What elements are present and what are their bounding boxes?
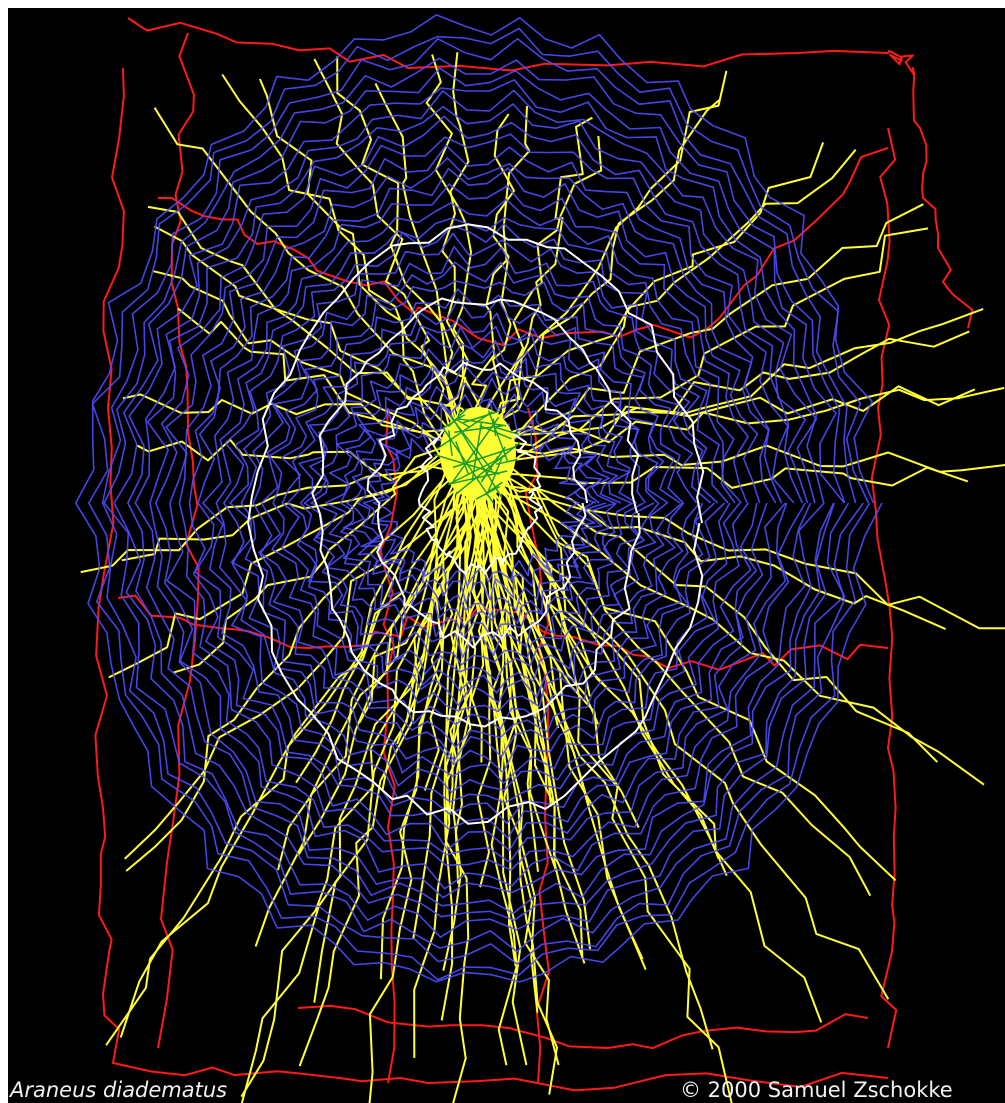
radial-thread <box>368 453 454 1103</box>
capture-spiral <box>202 183 752 825</box>
capture-spiral <box>215 198 743 804</box>
capture-spiral <box>188 157 777 852</box>
hub-thread <box>492 418 497 437</box>
capture-spiral <box>165 133 795 871</box>
capture-spiral <box>372 415 586 587</box>
capture-spiral <box>310 339 644 666</box>
hub-spiral-thread <box>366 361 589 649</box>
hub-thread <box>448 470 508 485</box>
web-figure: Araneus diadematus © 2000 Samuel Zschokk… <box>8 8 1005 1103</box>
radial-thread <box>473 461 558 1095</box>
radial-thread <box>485 462 592 950</box>
hub-thread <box>495 426 520 436</box>
capture-spiral <box>303 325 655 682</box>
radial-thread <box>460 444 1005 473</box>
capture-spiral <box>194 167 761 839</box>
hub-spiral-thread <box>247 223 705 825</box>
radial-thread <box>497 307 984 464</box>
radial-thread <box>479 473 947 631</box>
radial-thread <box>455 466 985 786</box>
capture-spiral <box>268 280 685 731</box>
radial-thread <box>119 429 485 1038</box>
capture-spiral <box>178 144 787 863</box>
radial-thread <box>80 427 501 574</box>
radial-thread <box>125 444 455 872</box>
species-name: Araneus diadematus <box>10 1078 228 1102</box>
capture-spiral <box>229 223 729 785</box>
hub-thread <box>442 426 495 504</box>
hub-thread <box>455 442 520 495</box>
radial-thread <box>440 446 469 1021</box>
radial-thread <box>441 52 470 446</box>
capture-spiral <box>287 298 669 707</box>
radial-thread <box>154 225 497 463</box>
radial-thread <box>448 447 489 815</box>
hub-thread <box>448 430 453 456</box>
radial-thread <box>501 227 929 472</box>
radial-thread <box>498 203 924 455</box>
radial-thread <box>460 437 897 882</box>
radial-thread <box>297 457 488 857</box>
capture-spiral <box>354 393 607 617</box>
hub-thread <box>487 410 509 462</box>
capture-spiral <box>252 245 712 762</box>
radial-thread <box>153 270 458 448</box>
frame-thread <box>94 67 889 1092</box>
hub-thread <box>480 455 499 483</box>
radial-thread <box>313 449 467 1003</box>
radial-thread <box>122 393 495 434</box>
radial-thread <box>490 116 593 433</box>
frame-thread <box>378 407 398 1084</box>
frame-thread <box>297 1004 869 1050</box>
hub-thread <box>450 417 493 471</box>
radial-thread <box>105 428 497 1046</box>
capture-spiral <box>324 349 634 658</box>
capture-spiral <box>280 288 683 713</box>
hub-thread <box>456 417 507 427</box>
capture-spiral <box>113 67 845 939</box>
radial-thread <box>442 443 489 971</box>
capture-spiral <box>339 362 622 641</box>
frame-thread <box>157 32 200 1049</box>
radial-thread <box>108 429 474 679</box>
capture-spiral <box>134 89 825 915</box>
capture-spiral <box>154 115 806 890</box>
radial-thread <box>464 440 872 897</box>
frame-thread <box>158 147 889 346</box>
hub-spiral-thread <box>311 297 641 728</box>
spider-web-drawing <box>74 14 1005 1103</box>
radial-thread <box>121 447 484 562</box>
frame-thread <box>870 127 898 1049</box>
capture-spiral <box>127 79 835 922</box>
capture-spiral <box>74 14 883 983</box>
capture-spiral <box>88 27 871 981</box>
capture-spiral <box>362 399 597 604</box>
hub-thread <box>455 441 470 475</box>
copyright-notice: © 2000 Samuel Zschokke <box>680 1078 953 1102</box>
capture-spiral <box>101 37 864 965</box>
hub-thread <box>447 407 468 428</box>
radial-thread <box>254 461 465 947</box>
hub-thread <box>455 418 471 429</box>
radial-thread <box>476 461 539 1013</box>
radial-thread <box>476 442 584 957</box>
capture-spiral <box>146 103 812 899</box>
capture-spiral <box>223 216 736 794</box>
radial-thread <box>459 470 1005 630</box>
capture-spiral <box>342 377 616 629</box>
capture-spiral <box>298 312 660 694</box>
radial-thread <box>488 466 969 489</box>
hub-thread <box>486 457 503 496</box>
capture-spiral <box>258 261 701 749</box>
radial-thread <box>470 465 647 970</box>
capture-spiral <box>103 57 850 953</box>
web-hub <box>434 407 520 504</box>
radial-thread <box>137 438 462 482</box>
